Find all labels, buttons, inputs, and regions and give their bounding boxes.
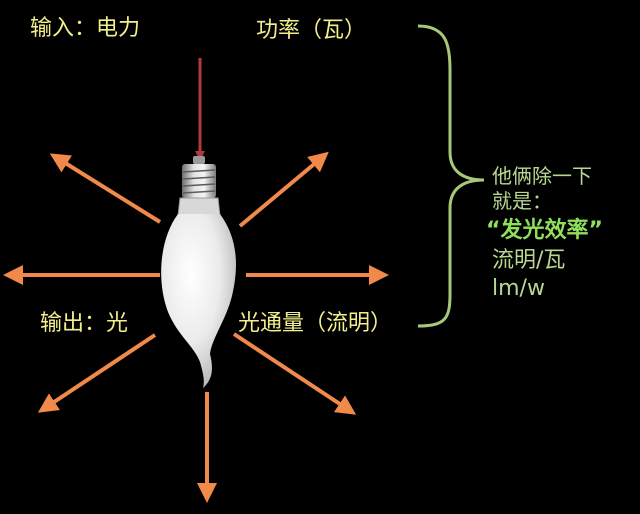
light-arrow-lower-right	[232, 332, 357, 415]
light-arrow-upper-right	[238, 151, 329, 228]
light-arrow-upper-left	[49, 153, 162, 224]
efficiency-unit-chinese: 流明/瓦	[492, 248, 566, 273]
efficiency-unit-english: lm/w	[492, 276, 545, 301]
output-light-label: 输出：光	[40, 311, 129, 336]
input-electricity-label: 输入：电力	[30, 16, 141, 41]
light-arrow-lower-left	[37, 333, 157, 413]
luminous-flux-label: 光通量（流明）	[238, 311, 393, 336]
curly-brace	[417, 24, 485, 328]
luminous-efficiency-highlight: “发光效率”	[486, 218, 603, 243]
efficiency-line-equals: 就是：	[492, 189, 552, 213]
efficiency-line-divide: 他俩除一下	[492, 164, 592, 188]
luminous-efficiency-note: 他俩除一下 就是： “发光效率” 流明/瓦 lm/w	[486, 166, 636, 300]
candle-light-bulb-icon	[161, 156, 236, 388]
power-watts-label: 功率（瓦）	[256, 18, 367, 43]
